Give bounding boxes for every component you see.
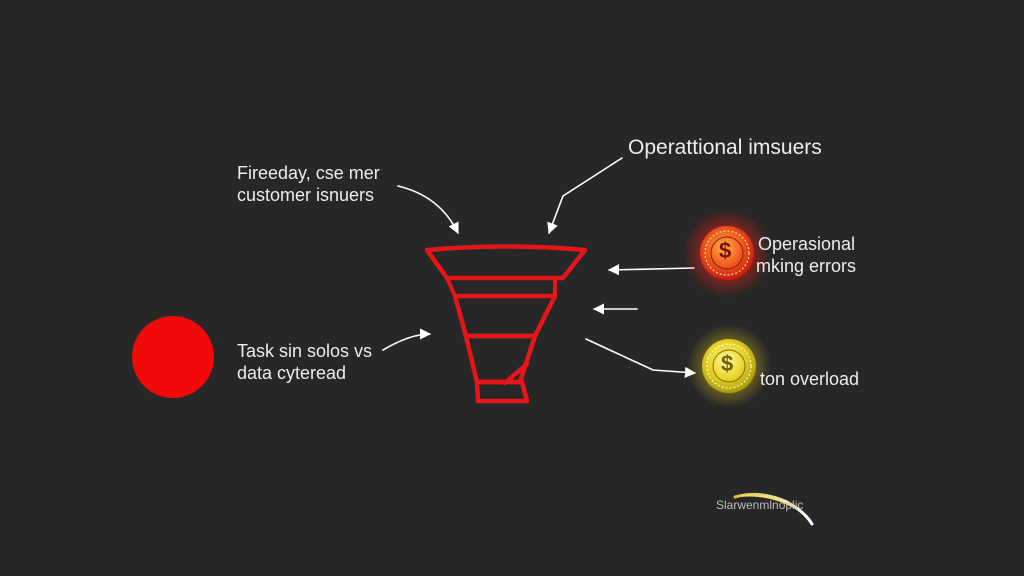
funnel-icon [424,244,588,404]
coin-symbol-bottom: $ [721,351,734,376]
coin-symbol-top: $ [719,238,732,263]
label-left-bottom: Task sin solos vs data cyteread [237,340,372,384]
label-left-bottom-line1: Task sin solos vs [237,341,373,361]
logo-swoosh-icon [733,492,814,526]
dollar-coin-icon [683,209,771,297]
dollar-coin-icon [687,324,771,408]
arrow-left-bottom [382,328,432,351]
label-left-bottom-line2: data cyteread [237,363,347,383]
arrow-left-top [397,185,459,235]
label-right-top-line2: mking errors [756,256,857,276]
label-left-top: Fireeday, cse mer customer isnuers [237,162,380,206]
label-right-top: Operasional mking errors [756,233,857,277]
arrows [382,157,697,378]
label-left-top-line1: Fireeday, cse mer [237,163,380,183]
arrow-right-top [607,264,695,276]
red-circle [132,316,214,398]
diagram-title: Operattional imsuers [628,136,822,159]
label-right-bottom: ton overload [760,369,860,389]
arrow-title [547,157,623,235]
label-right-top-line1: Operasional [758,234,856,254]
logo-text: Slarwenmlnoplic [716,498,804,512]
arrow-right-bottom [585,338,697,378]
label-left-top-line2: customer isnuers [237,185,375,205]
